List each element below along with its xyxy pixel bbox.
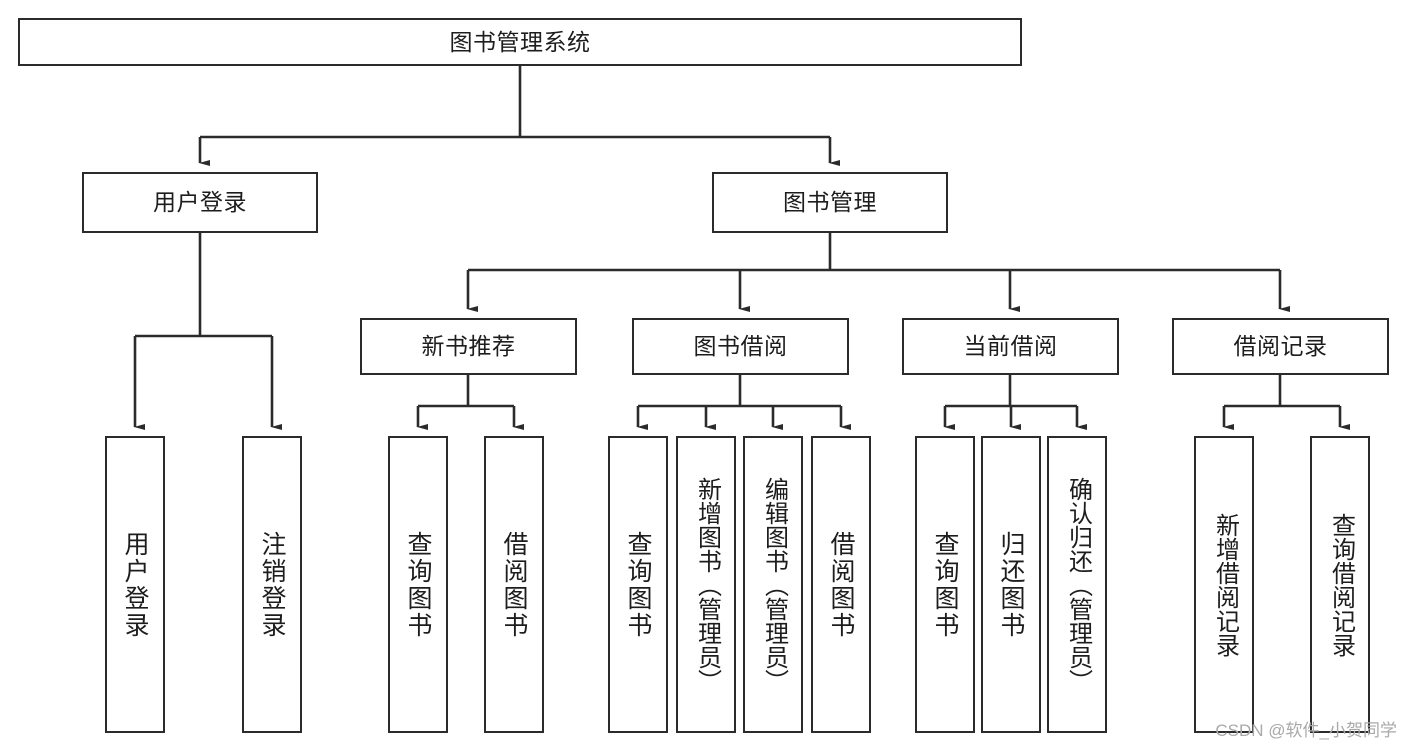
leaf-current-borrow-return-label: 归还图书 xyxy=(997,530,1025,639)
leaf-book-borrow-search-label: 查询图书 xyxy=(624,530,652,639)
leaf-user-login-logout-label: 注销登录 xyxy=(258,530,286,639)
leaf-current-borrow-search[interactable]: 查询图书 xyxy=(915,436,975,733)
node-borrow-record[interactable]: 借阅记录 xyxy=(1172,318,1389,375)
leaf-new-book-borrow[interactable]: 借阅图书 xyxy=(484,436,544,733)
leaf-current-borrow-return[interactable]: 归还图书 xyxy=(981,436,1041,733)
node-book-borrow[interactable]: 图书借阅 xyxy=(632,318,849,375)
node-book-management-label: 图书管理 xyxy=(783,189,877,216)
leaf-user-login-logout[interactable]: 注销登录 xyxy=(242,436,302,733)
node-new-book-recommend[interactable]: 新书推荐 xyxy=(360,318,577,375)
node-root-label: 图书管理系统 xyxy=(449,28,591,55)
leaf-borrow-record-search[interactable]: 查询借阅记录 xyxy=(1310,436,1370,733)
leaf-book-borrow-borrow-label: 借阅图书 xyxy=(827,530,855,639)
leaf-book-borrow-search[interactable]: 查询图书 xyxy=(608,436,668,733)
leaf-book-borrow-edit[interactable]: 编辑图书（管理员） xyxy=(743,436,803,733)
node-book-borrow-label: 图书借阅 xyxy=(693,333,788,360)
leaf-new-book-search-label: 查询图书 xyxy=(404,530,432,639)
leaf-current-borrow-search-label: 查询图书 xyxy=(931,530,959,639)
node-user-login[interactable]: 用户登录 xyxy=(82,172,318,233)
leaf-book-borrow-add-label: 新增图书（管理员） xyxy=(693,476,721,693)
node-user-login-label: 用户登录 xyxy=(153,189,247,216)
node-root[interactable]: 图书管理系统 xyxy=(18,18,1022,66)
leaf-book-borrow-add[interactable]: 新增图书（管理员） xyxy=(676,436,736,733)
leaf-book-borrow-borrow[interactable]: 借阅图书 xyxy=(811,436,871,733)
node-borrow-record-label: 借阅记录 xyxy=(1233,333,1328,360)
leaf-borrow-record-add-label: 新增借阅记录 xyxy=(1211,512,1239,657)
leaf-borrow-record-search-label: 查询借阅记录 xyxy=(1327,512,1355,657)
node-current-borrow[interactable]: 当前借阅 xyxy=(902,318,1119,375)
leaf-current-borrow-confirm-label: 确认归还（管理员） xyxy=(1064,476,1092,693)
csdn-watermark: CSDN @软件_小贺同学 xyxy=(1215,721,1397,740)
node-current-borrow-label: 当前借阅 xyxy=(963,333,1058,360)
leaf-book-borrow-edit-label: 编辑图书（管理员） xyxy=(760,476,788,693)
leaf-new-book-search[interactable]: 查询图书 xyxy=(388,436,448,733)
leaf-user-login-login-label: 用户登录 xyxy=(121,530,149,639)
leaf-borrow-record-add[interactable]: 新增借阅记录 xyxy=(1194,436,1254,733)
node-book-management[interactable]: 图书管理 xyxy=(712,172,948,233)
leaf-user-login-login[interactable]: 用户登录 xyxy=(105,436,165,733)
leaf-current-borrow-confirm[interactable]: 确认归还（管理员） xyxy=(1047,436,1107,733)
node-new-book-recommend-label: 新书推荐 xyxy=(421,333,516,360)
leaf-new-book-borrow-label: 借阅图书 xyxy=(500,530,528,639)
